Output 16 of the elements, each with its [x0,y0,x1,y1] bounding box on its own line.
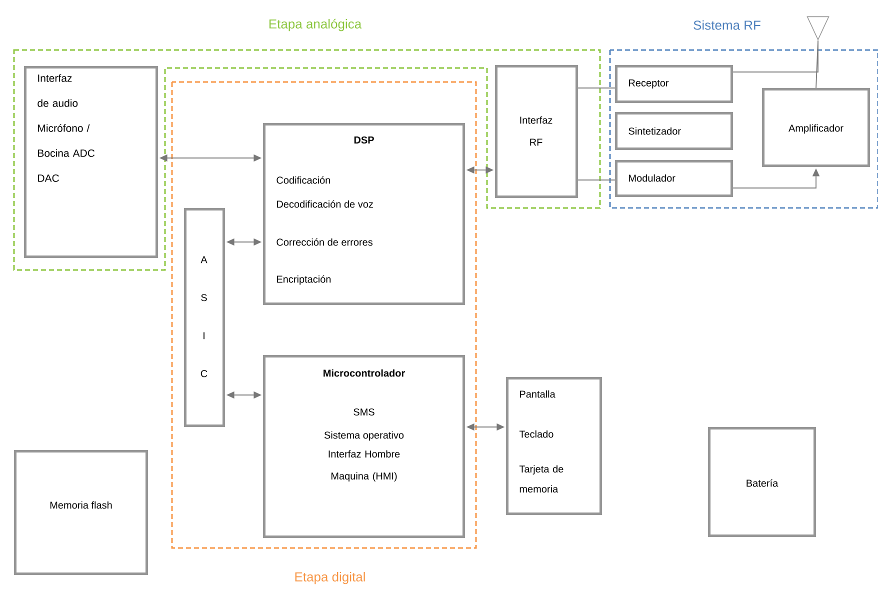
node-label: Etapa analógica [269,18,362,32]
block-box: Pantalla Teclado Tarjeta de memoria [506,377,602,515]
block-box: Batería [708,427,816,537]
block-box: DSP Codificación Decodificación de voz Corrección de errores Encriptación [263,123,465,305]
block-box: A S I C [184,208,225,427]
block-box: Memoria flash [14,450,148,575]
block-box: Amplificador [762,88,870,167]
block-box: Interfaz RF [495,65,578,198]
block-box: Interfaz de audio Micrófono / Bocina ADC DAC [24,66,158,258]
block-box: Microcontrolador SMS Sistema operativo Interfaz Hombre Maquina (HMI) [263,355,465,538]
node-label: Sistema RF [694,20,760,30]
block-box: Receptor [615,65,733,103]
block-box: Sintetizador [615,112,733,150]
block-box: Modulador [615,160,733,197]
node-label: Etapa digital [295,572,365,584]
connector [816,40,818,88]
